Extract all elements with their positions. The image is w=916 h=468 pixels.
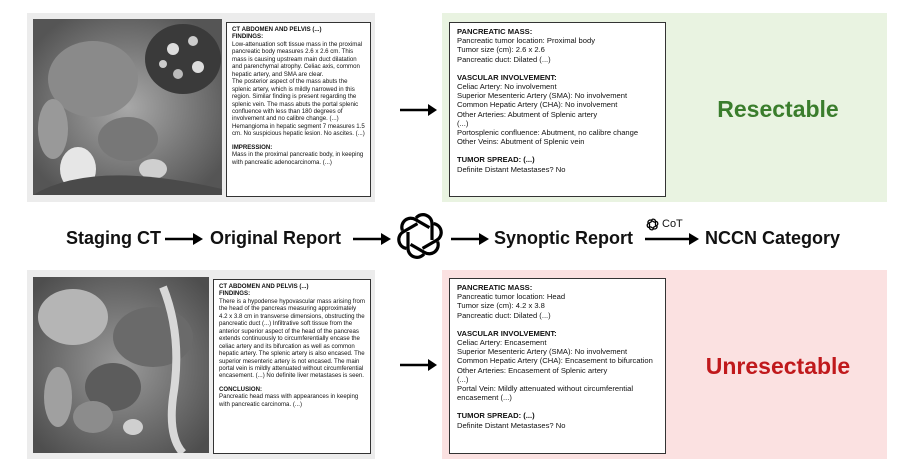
conclusion-text: Pancreatic head mass with appearances in… bbox=[219, 393, 359, 408]
tumor-size: Tumor size (cm): 4.2 x 3.8 bbox=[457, 301, 545, 311]
distant-metastases: Definite Distant Metastases? No bbox=[457, 420, 566, 430]
pancreatic-mass-label: PANCREATIC MASS: bbox=[457, 27, 533, 36]
pancreatic-mass-label: PANCREATIC MASS: bbox=[457, 283, 533, 292]
tumor-size: Tumor size (cm): 2.6 x 2.6 bbox=[457, 45, 545, 55]
findings-text: Low-attenuation soft tissue mass in the … bbox=[232, 40, 363, 78]
flow-arrow-4 bbox=[645, 233, 699, 245]
celiac-artery: Celiac Artery: No involvement bbox=[457, 82, 557, 92]
cot-label-group: CoT bbox=[646, 218, 698, 232]
top-ct-scan-graphic bbox=[33, 19, 222, 195]
flow-staging-ct: Staging CT bbox=[66, 228, 161, 248]
ellipsis: (...) bbox=[457, 374, 469, 384]
impression-label: IMPRESSION: bbox=[232, 143, 273, 151]
top-nccn-category: Resectable bbox=[717, 96, 839, 122]
cha: Common Hepatic Artery (CHA): Encasement … bbox=[457, 356, 653, 366]
findings-text: There is a hypodense hypovascular mass a… bbox=[219, 297, 365, 380]
tumor-location: Pancreatic tumor location: Proximal body bbox=[457, 36, 596, 46]
llm-logo-icon bbox=[397, 213, 443, 259]
top-arrow-to-synoptic bbox=[400, 104, 437, 116]
top-ct-image bbox=[33, 19, 222, 195]
findings-text: The posterior aspect of the mass abuts t… bbox=[232, 78, 365, 138]
portal-vein: Portal Vein: Mildly attenuated without c… bbox=[457, 384, 634, 403]
vascular-involvement-label: VASCULAR INVOLVEMENT: bbox=[457, 328, 557, 338]
llm-small-logo-icon bbox=[646, 218, 659, 231]
flow-arrow-1 bbox=[165, 233, 203, 245]
other-arteries: Other Arteries: Encasement of Splenic ar… bbox=[457, 365, 608, 375]
celiac-artery: Celiac Artery: Encasement bbox=[457, 338, 547, 348]
findings-label: FINDINGS: bbox=[232, 33, 264, 41]
bottom-ct-image bbox=[33, 277, 209, 453]
flow-original-report: Original Report bbox=[210, 228, 342, 248]
conclusion-label: CONCLUSION: bbox=[219, 385, 262, 393]
cha: Common Hepatic Artery (CHA): No involvem… bbox=[457, 100, 618, 110]
flow-nccn-category: NCCN Category bbox=[705, 228, 841, 248]
flow-arrow-2 bbox=[353, 233, 391, 245]
pancreatic-duct: Pancreatic duct: Dilated (...) bbox=[457, 310, 551, 320]
ellipsis: (...) bbox=[457, 118, 469, 128]
report-title: CT ABDOMEN AND PELVIS (...) bbox=[232, 26, 322, 33]
bottom-arrow-to-synoptic bbox=[400, 359, 437, 371]
tumor-location: Pancreatic tumor location: Head bbox=[457, 292, 566, 302]
vascular-involvement-label: VASCULAR INVOLVEMENT: bbox=[457, 72, 557, 82]
distant-metastases: Definite Distant Metastases? No bbox=[457, 164, 566, 174]
sma: Superior Mesenteric Artery (SMA): No inv… bbox=[457, 347, 628, 357]
cot-label: CoT bbox=[662, 218, 683, 230]
top-original-report: CT ABDOMEN AND PELVIS (...) FINDINGS: Lo… bbox=[226, 22, 371, 197]
tumor-spread-label: TUMOR SPREAD: (...) bbox=[457, 155, 535, 165]
portosplenic-confluence: Portosplenic confluence: Abutment, no ca… bbox=[457, 128, 639, 138]
other-arteries: Other Arteries: Abutment of Splenic arte… bbox=[457, 109, 598, 119]
bottom-nccn-category: Unresectable bbox=[705, 353, 851, 379]
bottom-original-report: CT ABDOMEN AND PELVIS (...) FINDINGS: Th… bbox=[213, 279, 371, 454]
flow-synoptic-report: Synoptic Report bbox=[494, 228, 634, 248]
pancreatic-duct: Pancreatic duct: Dilated (...) bbox=[457, 54, 551, 64]
top-synoptic-report: PANCREATIC MASS: Pancreatic tumor locati… bbox=[449, 22, 666, 197]
findings-label: FINDINGS: bbox=[219, 290, 251, 298]
impression-text: Mass in the proximal pancreatic body, in… bbox=[232, 151, 364, 166]
sma: Superior Mesenteric Artery (SMA): No inv… bbox=[457, 91, 628, 101]
bottom-synoptic-report: PANCREATIC MASS: Pancreatic tumor locati… bbox=[449, 278, 666, 454]
bottom-ct-scan-graphic bbox=[33, 277, 209, 453]
flow-arrow-3 bbox=[451, 233, 489, 245]
report-title: CT ABDOMEN AND PELVIS (...) bbox=[219, 283, 309, 290]
other-veins: Other Veins: Abutment of Splenic vein bbox=[457, 137, 585, 147]
tumor-spread-label: TUMOR SPREAD: (...) bbox=[457, 411, 535, 421]
